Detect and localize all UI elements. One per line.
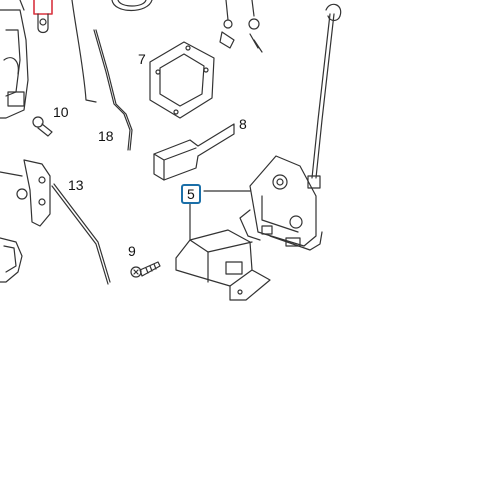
part-cable[interactable] xyxy=(307,3,342,189)
callout-18[interactable]: 18 xyxy=(98,128,114,144)
part-18-rod[interactable] xyxy=(71,0,133,151)
part-10-bolt[interactable] xyxy=(32,116,53,137)
callout-10[interactable]: 10 xyxy=(53,104,69,120)
part-13-clip[interactable] xyxy=(0,159,51,227)
callout-13[interactable]: 13 xyxy=(68,177,84,193)
part-left-housing[interactable] xyxy=(0,0,29,119)
callout-9[interactable]: 9 xyxy=(128,243,136,259)
part-5-lock-assembly[interactable] xyxy=(239,155,323,251)
part-5-actuator[interactable] xyxy=(175,229,271,301)
part-left-bottom-clip[interactable] xyxy=(0,237,23,283)
part-top-linkage[interactable] xyxy=(219,0,263,53)
callout-8[interactable]: 8 xyxy=(239,116,247,132)
leader-5 xyxy=(189,190,251,241)
callout-5[interactable]: 5 xyxy=(181,184,201,204)
part-7-gasket[interactable] xyxy=(149,41,215,119)
red-marker-icon[interactable] xyxy=(33,0,53,34)
part-top-ring[interactable] xyxy=(111,0,153,12)
part-9-screw[interactable] xyxy=(130,261,161,278)
part-8-bracket[interactable] xyxy=(153,123,235,181)
part-13-rod[interactable] xyxy=(51,183,111,285)
callout-7[interactable]: 7 xyxy=(138,51,146,67)
